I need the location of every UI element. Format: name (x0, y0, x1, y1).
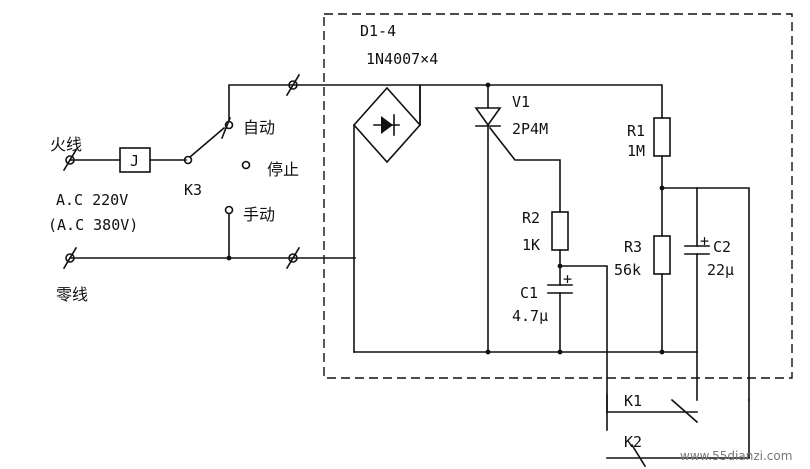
j-label: J (130, 152, 139, 170)
c1-label: C1 (520, 284, 538, 302)
positive-rail (419, 82, 663, 126)
live-label: 火线 (50, 135, 82, 154)
d14-part-label: 1N4007×4 (366, 50, 438, 68)
capacitor-c2 (661, 187, 750, 401)
live-terminal (62, 148, 78, 172)
r1-label: R1 (627, 122, 645, 140)
watermark: www.55dianzi.com (680, 449, 792, 463)
auto-label: 自动 (243, 118, 275, 137)
neutral-terminal (62, 246, 78, 270)
selector-switch-k3 (183, 116, 251, 215)
resistor-r1 (653, 117, 671, 237)
k2-trigger-lead (557, 263, 608, 431)
r3-label: R3 (624, 238, 642, 256)
c1-value: 4.7μ (512, 307, 548, 325)
c2-plus: + (700, 232, 709, 250)
manual-label: 手动 (243, 205, 275, 224)
manual-rail (226, 213, 232, 261)
module-enclosure (323, 13, 793, 379)
ac380-label: (A.C 380V) (48, 216, 138, 234)
top-terminal (285, 73, 301, 97)
neutral-label: 零线 (56, 285, 88, 304)
neutral-right-terminal (285, 246, 301, 270)
k2-label: K2 (624, 433, 642, 451)
r2-value: 1K (522, 236, 540, 254)
ac220-label: A.C 220V (56, 191, 128, 209)
relay-contact-k1 (606, 351, 699, 424)
thyristor-v1 (474, 84, 561, 353)
fuse-j (119, 147, 151, 173)
k1-label: K1 (624, 392, 642, 410)
v1-part-label: 2P4M (512, 120, 548, 138)
capacitor-c1 (547, 284, 573, 353)
c2-label: C2 (713, 238, 731, 256)
stop-label: 停止 (267, 160, 299, 179)
d14-label: D1-4 (360, 22, 396, 40)
k3-label: K3 (184, 181, 202, 199)
resistor-r3 (653, 235, 671, 353)
c2-value: 22μ (707, 261, 734, 279)
relay-contact-k2 (606, 399, 750, 468)
r3-value: 56k (614, 261, 641, 279)
v1-label: V1 (512, 93, 530, 111)
bridge-rectifier (352, 86, 422, 164)
r2-label: R2 (522, 209, 540, 227)
return-rail (353, 349, 698, 355)
r1-value: 1M (627, 142, 645, 160)
c1-plus: + (563, 270, 572, 288)
